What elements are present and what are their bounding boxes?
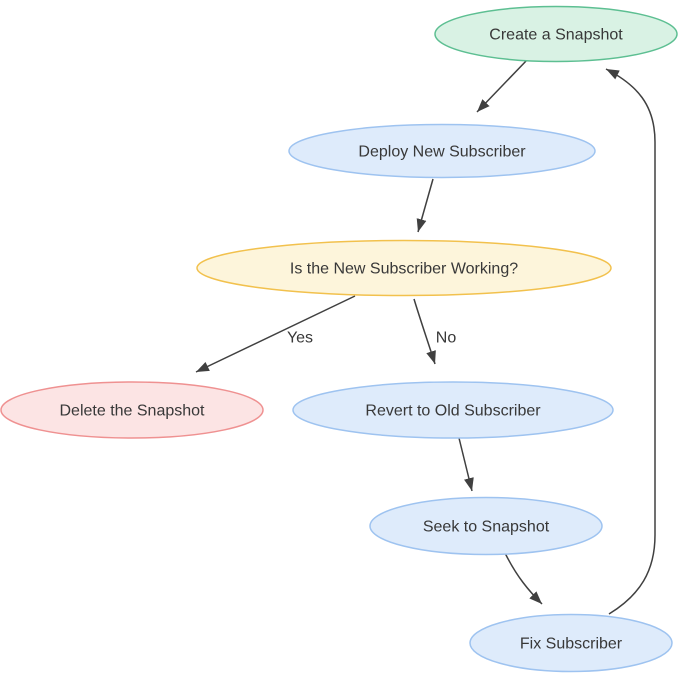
node-delete-snapshot-shape	[0, 381, 264, 439]
edge-working-to-revert	[413, 298, 436, 365]
node-seek-to-snapshot: Seek to Snapshot	[369, 496, 603, 556]
node-deploy-new-subscriber-label: Deploy New Subscriber	[358, 144, 526, 161]
node-revert-old-subscriber-shape	[292, 381, 614, 439]
node-create-snapshot-label: Create a Snapshot	[489, 27, 623, 44]
node-delete-snapshot: Delete the Snapshot	[0, 381, 264, 439]
node-fix-subscriber: Fix Subscriber	[469, 613, 673, 673]
node-create-snapshot: Create a Snapshot	[434, 5, 678, 63]
node-fix-subscriber-label: Fix Subscriber	[520, 636, 623, 653]
node-revert-old-subscriber-label: Revert to Old Subscriber	[365, 403, 541, 420]
edge-fix-to-create	[605, 68, 656, 615]
edge-create-to-deploy	[476, 59, 528, 113]
node-is-new-subscriber-working: Is the New Subscriber Working?	[196, 239, 612, 297]
edge-label-yes: Yes	[287, 330, 313, 347]
node-seek-to-snapshot-shape	[369, 496, 603, 556]
node-delete-snapshot-label: Delete the Snapshot	[60, 403, 206, 420]
edge-deploy-to-working	[416, 178, 434, 233]
node-deploy-new-subscriber-shape	[288, 123, 596, 179]
node-fix-subscriber-shape	[469, 613, 673, 673]
node-revert-old-subscriber: Revert to Old Subscriber	[292, 381, 614, 439]
nodes-layer: Create a Snapshot Deploy New Subscriber …	[0, 5, 678, 673]
node-is-new-subscriber-working-shape	[196, 239, 612, 297]
edge-seek-to-fix	[504, 552, 543, 605]
edge-working-to-delete	[195, 295, 356, 373]
edge-revert-to-seek	[458, 437, 474, 492]
node-deploy-new-subscriber: Deploy New Subscriber	[288, 123, 596, 179]
edge-label-no: No	[436, 330, 457, 347]
edges-layer: Yes No	[195, 59, 656, 615]
node-create-snapshot-shape	[434, 5, 678, 63]
node-is-new-subscriber-working-label: Is the New Subscriber Working?	[290, 261, 518, 278]
node-seek-to-snapshot-label: Seek to Snapshot	[423, 519, 550, 536]
